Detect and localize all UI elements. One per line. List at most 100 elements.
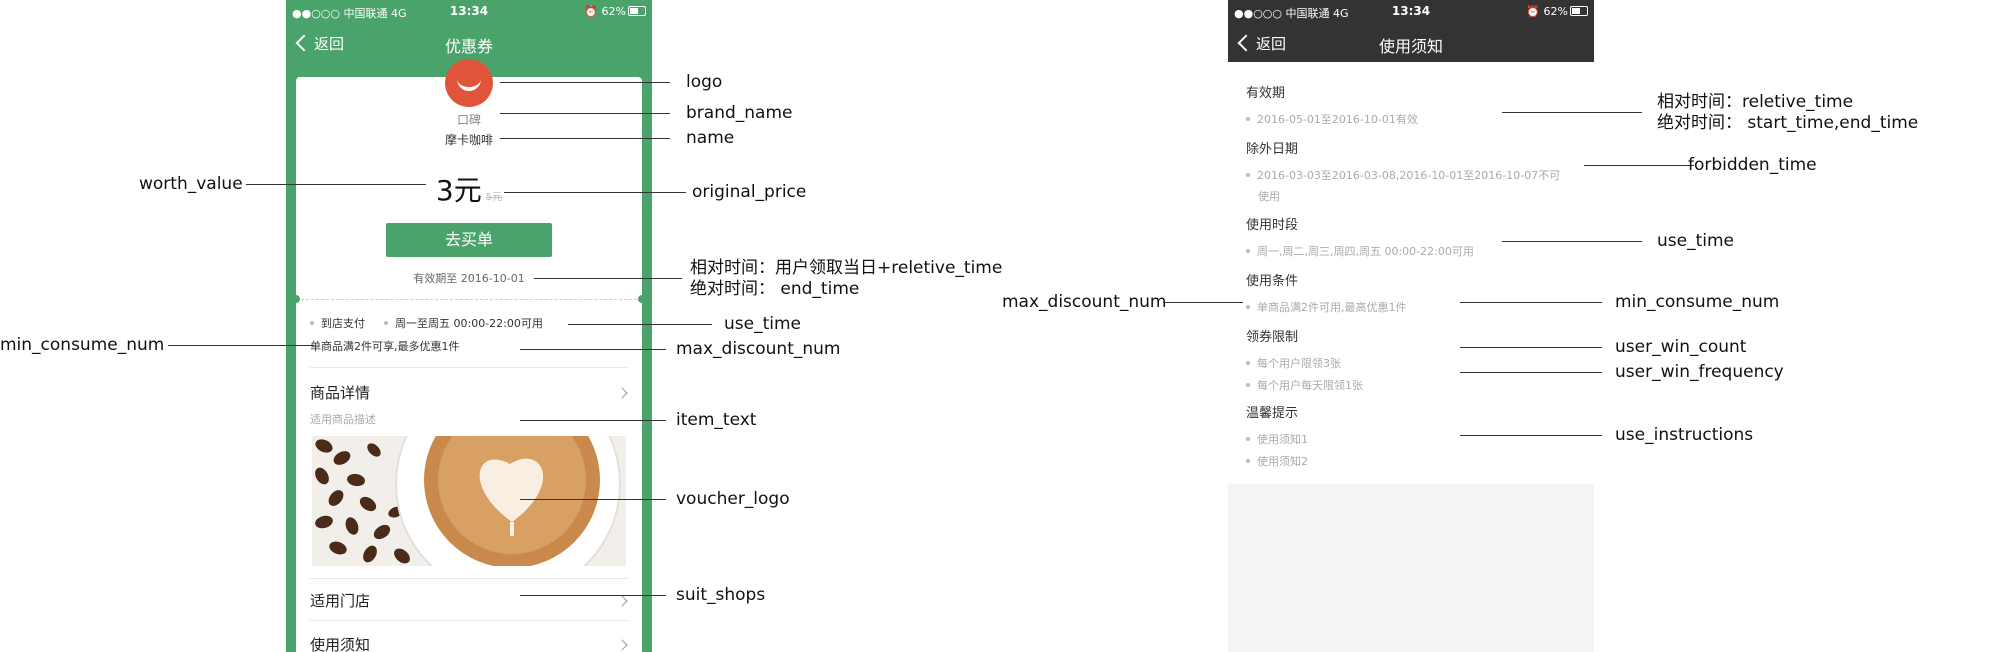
leader-line [1502, 241, 1642, 242]
annotation-item-text: item_text [676, 410, 757, 430]
leader-line [520, 349, 666, 350]
back-button[interactable]: 返回 [295, 33, 344, 54]
card-notch-right [638, 295, 646, 303]
brand-name: 口碑 [456, 113, 481, 127]
dark-header: ●●○○○ 中国联通 4G 13:34 ⏰ 62% 返回 使用须知 [1228, 0, 1594, 62]
nav-bar: 返回 优惠券 [286, 24, 652, 62]
annotation-p2-abs: 绝对时间： start_time,end_time [1657, 113, 1919, 133]
original-price: 5元 [485, 192, 503, 203]
buy-button[interactable]: 去买单 [386, 223, 552, 257]
annotation-logo: logo [686, 72, 723, 92]
battery-status: ⏰ 62% [584, 5, 646, 18]
leader-line [1163, 302, 1243, 303]
leader-line [168, 345, 314, 346]
annotation-max-discount: max_discount_num [676, 339, 841, 359]
annotation-validity-abs: 绝对时间： end_time [690, 279, 860, 299]
leader-line [1584, 165, 1694, 166]
divider [310, 578, 628, 579]
annotation-p2-win-count: user_win_count [1615, 337, 1747, 357]
divider [310, 620, 628, 621]
bullet-icon [1246, 383, 1250, 387]
chevron-right-icon [616, 639, 628, 651]
annotation-original-price: original_price [692, 182, 807, 202]
annotation-brand-name: brand_name [686, 103, 793, 123]
leader-line [246, 184, 426, 185]
bullet-icon [1246, 173, 1250, 177]
notice-phone-screen: ●●○○○ 中国联通 4G 13:34 ⏰ 62% 返回 使用须知 有效期 20… [1228, 0, 1594, 652]
battery-icon [1570, 6, 1588, 16]
brand-logo [445, 59, 493, 107]
section-claim-limit: 领券限制 每个用户限领3张 每个用户每天限领1张 [1246, 330, 1363, 392]
back-button[interactable]: 返回 [1237, 33, 1286, 54]
annotation-worth-value: worth_value [139, 174, 243, 194]
bullet-icon [1246, 437, 1250, 441]
leader-line [534, 278, 682, 279]
leader-line [1502, 112, 1642, 113]
notice-body: 有效期 2016-05-01至2016-10-01有效 除外日期 2016-03… [1228, 62, 1594, 484]
chevron-right-icon [616, 595, 628, 607]
leader-line [568, 324, 712, 325]
annotation-p2-use-time: use_time [1657, 231, 1734, 251]
card-notch-left [292, 295, 300, 303]
bullet-icon [1246, 361, 1250, 365]
product-name: 摩卡咖啡 [444, 133, 493, 147]
leader-line [520, 595, 666, 596]
leader-line [500, 113, 670, 114]
carrier-text: ●●○○○ 中国联通 4G [1234, 7, 1349, 20]
section-tips: 温馨提示 使用须知1 使用须知2 [1246, 406, 1308, 468]
shops-row[interactable]: 适用门店 [310, 592, 371, 610]
bullet-icon [1246, 459, 1250, 463]
leader-line [504, 192, 686, 193]
voucher-image [312, 436, 626, 566]
leader-line [1460, 347, 1602, 348]
annotation-voucher-logo: voucher_logo [676, 489, 790, 509]
battery-icon [628, 6, 646, 16]
item-text: 适用商品描述 [310, 413, 376, 426]
annotation-use-time: use_time [724, 314, 801, 334]
use-time-text: 周一至周五 00:00-22:00可用 [395, 317, 543, 330]
annotation-validity-rel: 相对时间：用户领取当日+reletive_time [690, 258, 1003, 278]
validity-text: 有效期至 2016-10-01 [413, 272, 525, 285]
leader-line [500, 82, 670, 83]
leader-line [1460, 435, 1602, 436]
coffee-cup-image [312, 436, 626, 566]
section-validity: 有效期 2016-05-01至2016-10-01有效 [1246, 86, 1418, 126]
detail-row[interactable]: 商品详情 [310, 384, 371, 402]
smile-icon [457, 73, 481, 91]
status-bar: ●●○○○ 中国联通 4G 13:34 ⏰ 62% [1228, 0, 1594, 24]
coupon-phone-screen: ●●○○○ 中国联通 4G 13:34 ⏰ 62% 返回 优惠券 口碑 摩卡咖啡… [286, 0, 652, 652]
annotation-p2-forbidden: forbidden_time [1688, 155, 1817, 175]
nav-bar: 返回 使用须知 [1228, 24, 1594, 62]
status-bar: ●●○○○ 中国联通 4G 13:34 ⏰ 62% [286, 0, 652, 24]
dashed-divider [296, 299, 642, 300]
status-time: 13:34 [449, 4, 489, 18]
limit-text: 单商品满2件可享,最多优惠1件 [310, 340, 460, 353]
annotation-p2-instructions: use_instructions [1615, 425, 1754, 445]
annotation-suit-shops: suit_shops [676, 585, 766, 605]
bullet-icon [1246, 117, 1250, 121]
carrier-text: ●●○○○ 中国联通 4G [292, 7, 407, 20]
pay-tag: 到店支付 [321, 317, 365, 330]
leader-line [520, 420, 666, 421]
page-title: 使用须知 [1378, 37, 1443, 56]
usage-info: 到店支付 周一至周五 00:00-22:00可用 [310, 315, 543, 331]
bullet-icon [1246, 249, 1250, 253]
page-title: 优惠券 [444, 37, 493, 56]
section-excluded-dates: 除外日期 2016-03-03至2016-03-08,2016-10-01至20… [1246, 142, 1561, 203]
annotation-name: name [686, 128, 735, 148]
notice-row[interactable]: 使用须知 [310, 636, 371, 652]
section-use-time: 使用时段 周一,周二,周三,周四,周五 00:00-22:00可用 [1246, 218, 1474, 258]
leader-line [520, 499, 666, 500]
status-time: 13:34 [1391, 4, 1431, 18]
bullet-icon [310, 321, 314, 325]
chevron-right-icon [616, 387, 628, 399]
battery-status: ⏰ 62% [1526, 5, 1588, 18]
annotation-p2-win-freq: user_win_frequency [1615, 362, 1784, 382]
bullet-icon [1246, 305, 1250, 309]
annotation-p2-min-consume: min_consume_num [1615, 292, 1780, 312]
leader-line [500, 138, 670, 139]
section-condition: 使用条件 单商品满2件可用,最高优惠1件 [1246, 274, 1407, 314]
annotation-p2-rel: 相对时间：reletive_time [1657, 92, 1854, 112]
